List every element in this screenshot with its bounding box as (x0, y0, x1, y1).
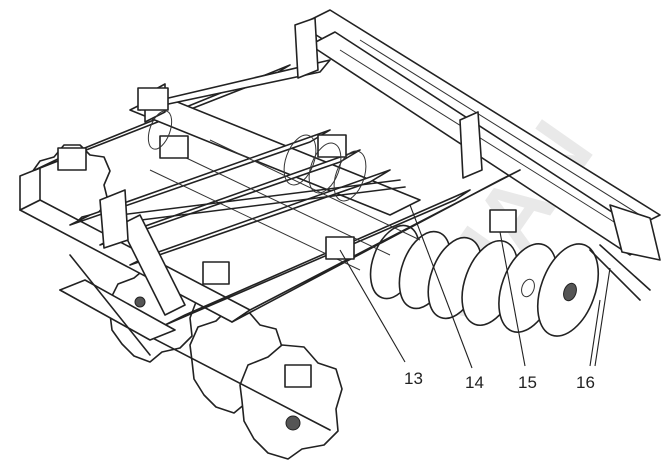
leader-line-16b (594, 267, 611, 367)
bearing-block (137, 87, 169, 111)
bearing-block (57, 147, 87, 171)
bearing-block (159, 135, 189, 159)
bearing-block (325, 236, 355, 260)
main-frame (19, 59, 521, 356)
rear-disc-gang (369, 224, 600, 337)
callout-leaders (339, 204, 611, 369)
disc (536, 243, 600, 337)
leader-line-16a (589, 299, 601, 367)
bearing-block (284, 364, 312, 388)
leader-line-13 (339, 249, 406, 363)
callout-14: 14 (465, 373, 484, 392)
mount-brackets (57, 17, 517, 388)
rear-gang-frame (299, 9, 661, 301)
callout-15: 15 (518, 373, 537, 392)
leader-line-15 (499, 231, 526, 367)
bearing-block (317, 134, 347, 158)
callout-16: 16 (576, 373, 595, 392)
bearing-block (489, 209, 517, 233)
callout-13: 13 (404, 369, 423, 388)
bearing-block (202, 261, 230, 285)
leader-line-14 (409, 204, 473, 369)
disc-hub (285, 415, 301, 431)
front-disc-gang (29, 144, 343, 460)
middle-disc-gang (147, 110, 367, 202)
disc-hub (134, 296, 146, 308)
